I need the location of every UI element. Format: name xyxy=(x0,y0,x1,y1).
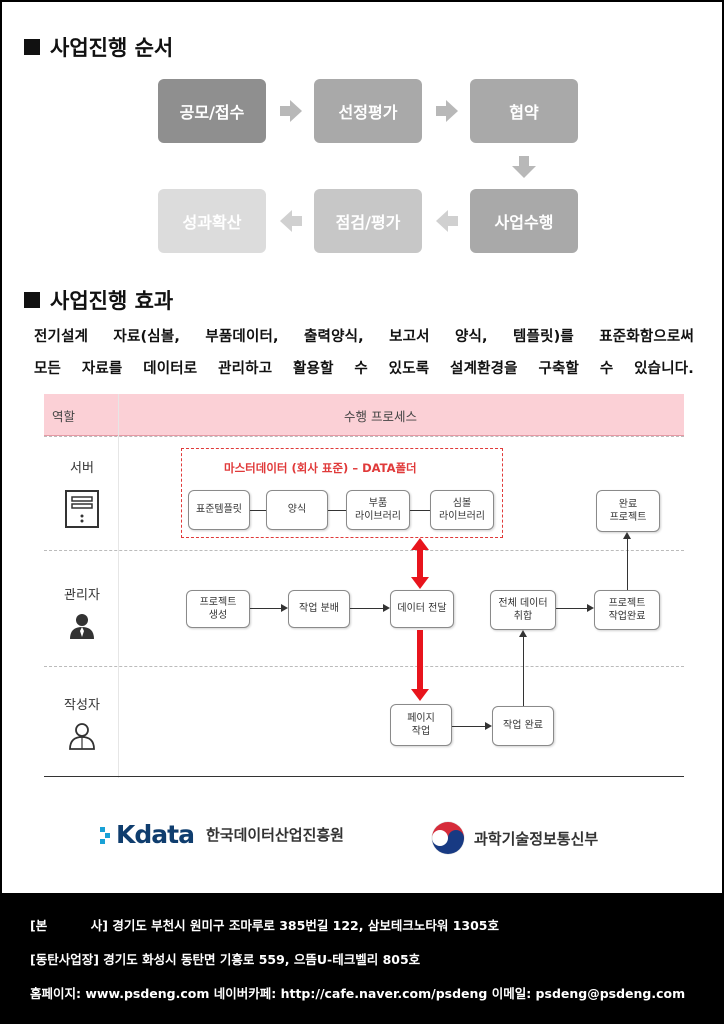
red-arrow-shaft xyxy=(417,549,423,578)
diagram-header: 역할 수행 프로세스 xyxy=(44,394,684,436)
diagram-bottom-line xyxy=(44,776,684,777)
footer-branch: [동탄사업장] 경기도 화성시 동탄면 기흥로 559, 으뜸U-테크벨리 80… xyxy=(30,949,420,968)
writer-user-icon xyxy=(69,723,95,750)
arrowhead-right-icon xyxy=(383,604,390,612)
arrowhead-up-icon xyxy=(623,532,631,539)
step-inspection: 점검/평가 xyxy=(314,189,422,253)
description-line-2: 모든 자료를 데이터로 관리하고 활용할 수 있도록 설계환경을 구축할 수 있… xyxy=(34,361,694,377)
kdata-name: 한국데이터산업진흥원 xyxy=(205,826,344,844)
red-arrow-shaft xyxy=(417,630,423,690)
kdata-logo: Kdata 한국데이터산업진흥원 xyxy=(100,820,344,849)
arrow-right-icon xyxy=(280,100,302,122)
square-bullet-icon xyxy=(24,292,40,308)
role-server: 서버 xyxy=(70,461,94,476)
arrow-down-icon xyxy=(512,156,536,178)
footer-branch-label: [동탄사업장] xyxy=(30,952,99,967)
step-evaluation: 선정평가 xyxy=(314,79,422,143)
step-dissemination: 성과확산 xyxy=(158,189,266,253)
connector-line xyxy=(250,608,281,609)
role-writer: 작성자 xyxy=(64,698,100,713)
step-execution: 사업수행 xyxy=(470,189,578,253)
manager-user-icon xyxy=(70,614,94,639)
box-page-work: 페이지 작업 xyxy=(390,704,452,746)
role-manager: 관리자 xyxy=(64,588,100,603)
taeguk-emblem-icon xyxy=(431,821,465,855)
box-form: 양식 xyxy=(266,490,328,530)
step-application: 공모/접수 xyxy=(158,79,266,143)
server-icon xyxy=(65,490,99,528)
square-bullet-icon xyxy=(24,39,40,55)
msit-name: 과학기술정보통신부 xyxy=(474,829,599,848)
box-data-collection: 전체 데이터 취합 xyxy=(490,590,556,630)
section-title-order-text: 사업진행 순서 xyxy=(50,36,174,60)
arrowhead-right-icon xyxy=(485,722,492,730)
header-process: 수행 프로세스 xyxy=(344,409,417,424)
arrow-right-icon xyxy=(436,100,458,122)
footer-hq-label: [본 사] xyxy=(30,918,108,933)
connector-line xyxy=(627,539,628,590)
connector-line xyxy=(452,726,485,727)
footer-hq: [본 사] 경기도 부천시 원미구 조마루로 385번길 122, 삼보테크노타… xyxy=(30,915,499,934)
red-arrow-down-icon xyxy=(411,689,429,701)
arrow-left-icon xyxy=(436,210,458,232)
section-title-effect-text: 사업진행 효과 xyxy=(50,289,174,313)
process-diagram: 역할 수행 프로세스 서버 관리자 작성자 마스터데이터 (회사 표준) – D… xyxy=(44,394,684,778)
footer: [본 사] 경기도 부천시 원미구 조마루로 385번길 122, 삼보테크노타… xyxy=(0,893,724,1024)
connector-line xyxy=(350,608,383,609)
box-data-transfer: 데이터 전달 xyxy=(390,590,454,628)
footer-contact: 홈페이지: www.psdeng.com 네이버카페: http://cafe.… xyxy=(30,986,686,1001)
red-arrow-up-icon xyxy=(411,538,429,550)
description-line-1: 전기설계 자료(심볼, 부품데이터, 출력양식, 보고서 양식, 템플릿)를 표… xyxy=(34,329,694,345)
section-title-effect: 사업진행 효과 xyxy=(24,285,173,315)
box-standard-template: 표준템플릿 xyxy=(188,490,250,530)
box-work-complete: 작업 완료 xyxy=(492,706,554,746)
msit-logo: 과학기술정보통신부 xyxy=(430,820,598,856)
master-data-frame xyxy=(181,448,503,538)
box-part-library: 부품 라이브러리 xyxy=(346,490,410,530)
kdata-mark: Kdata xyxy=(116,820,195,849)
section-title-order: 사업진행 순서 xyxy=(24,32,173,62)
footer-branch-address: 경기도 화성시 동탄면 기흥로 559, 으뜸U-테크벨리 805호 xyxy=(103,952,421,967)
footer-hq-address: 경기도 부천시 원미구 조마루로 385번길 122, 삼보테크노타워 1305… xyxy=(112,918,499,933)
box-symbol-library: 심볼 라이브러리 xyxy=(430,490,494,530)
arrowhead-right-icon xyxy=(281,604,288,612)
connector-line xyxy=(250,510,266,511)
lane-divider xyxy=(44,666,684,667)
header-role: 역할 xyxy=(52,409,76,424)
master-data-label: 마스터데이터 (회사 표준) – DATA폴더 xyxy=(224,461,417,475)
box-project-complete: 프로젝트 작업완료 xyxy=(594,590,660,630)
kdata-dots-icon xyxy=(100,825,110,845)
arrowhead-right-icon xyxy=(587,604,594,612)
box-project-create: 프로젝트 생성 xyxy=(186,590,250,628)
red-arrow-down-icon xyxy=(411,577,429,589)
connector-line xyxy=(556,608,587,609)
lane-divider xyxy=(44,550,684,551)
arrowhead-up-icon xyxy=(519,630,527,637)
step-agreement: 협약 xyxy=(470,79,578,143)
page-frame xyxy=(0,0,724,893)
box-task-distribution: 작업 분배 xyxy=(288,590,350,628)
role-column-divider xyxy=(118,394,119,778)
connector-line xyxy=(410,510,430,511)
connector-line xyxy=(523,637,524,706)
connector-line xyxy=(328,510,346,511)
box-completed-project: 완료 프로젝트 xyxy=(596,490,660,532)
lane-divider xyxy=(44,436,684,437)
arrow-left-icon xyxy=(280,210,302,232)
